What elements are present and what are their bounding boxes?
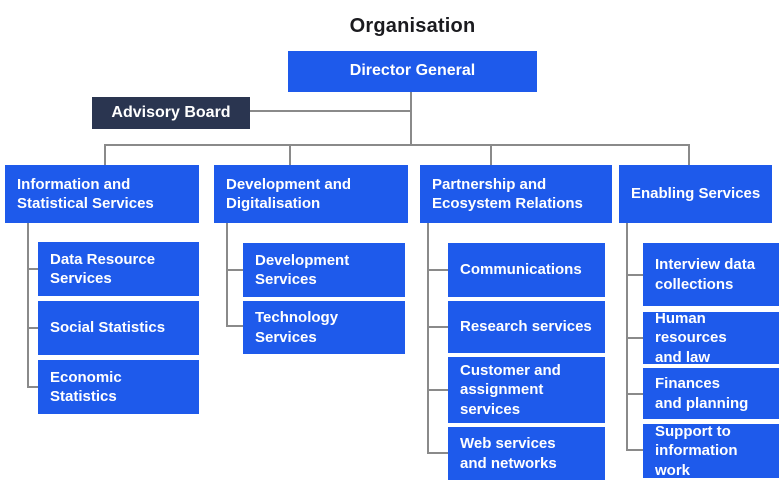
connector-drop-division-2 — [289, 144, 291, 165]
connector-line — [27, 386, 38, 388]
connector-line — [27, 327, 38, 329]
connector-line — [427, 326, 448, 328]
node-director-general: Director General — [288, 51, 537, 92]
unit-customer-assignment-services: Customer and assignment services — [448, 357, 605, 423]
connector-line — [226, 325, 243, 327]
division-information-statistical-services: Information and Statistical Services — [5, 165, 199, 223]
division-partnership-ecosystem-relations: Partnership and Ecosystem Relations — [420, 165, 612, 223]
connector-col3-vertical — [427, 223, 429, 454]
unit-support-information-work: Support to information work — [643, 423, 779, 479]
unit-economic-statistics: Economic Statistics — [38, 360, 199, 414]
connector-line — [626, 393, 643, 395]
connector-line — [427, 269, 448, 271]
unit-development-services: Development Services — [243, 243, 405, 297]
unit-technology-services: Technology Services — [243, 301, 405, 354]
connector-line — [626, 449, 643, 451]
connector-line — [626, 274, 643, 276]
connector-line — [626, 337, 643, 339]
connector-col2-vertical — [226, 223, 228, 327]
connector-line — [427, 389, 448, 391]
connector-line — [427, 452, 448, 454]
unit-social-statistics: Social Statistics — [38, 301, 199, 355]
connector-root-vertical — [410, 92, 412, 146]
unit-web-services-networks: Web services and networks — [448, 427, 605, 480]
connector-advisory-horizontal — [250, 110, 410, 112]
connector-line — [226, 269, 243, 271]
connector-distribution-horizontal — [104, 144, 690, 146]
division-development-digitalisation: Development and Digitalisation — [214, 165, 408, 223]
unit-communications: Communications — [448, 243, 605, 297]
connector-line — [27, 268, 38, 270]
unit-interview-data-collections: Interview data collections — [643, 243, 779, 306]
unit-data-resource-services: Data Resource Services — [38, 242, 199, 296]
connector-drop-division-4 — [688, 144, 690, 165]
chart-title: Organisation — [349, 15, 476, 37]
unit-human-resources-law: Human resources and law — [643, 310, 779, 366]
unit-research-services: Research services — [448, 301, 605, 353]
unit-finances-planning: Finances and planning — [643, 368, 779, 419]
connector-col1-vertical — [27, 223, 29, 388]
division-enabling-services: Enabling Services — [619, 165, 772, 223]
connector-drop-division-1 — [104, 144, 106, 165]
connector-drop-division-3 — [490, 144, 492, 165]
node-advisory-board: Advisory Board — [92, 97, 250, 129]
